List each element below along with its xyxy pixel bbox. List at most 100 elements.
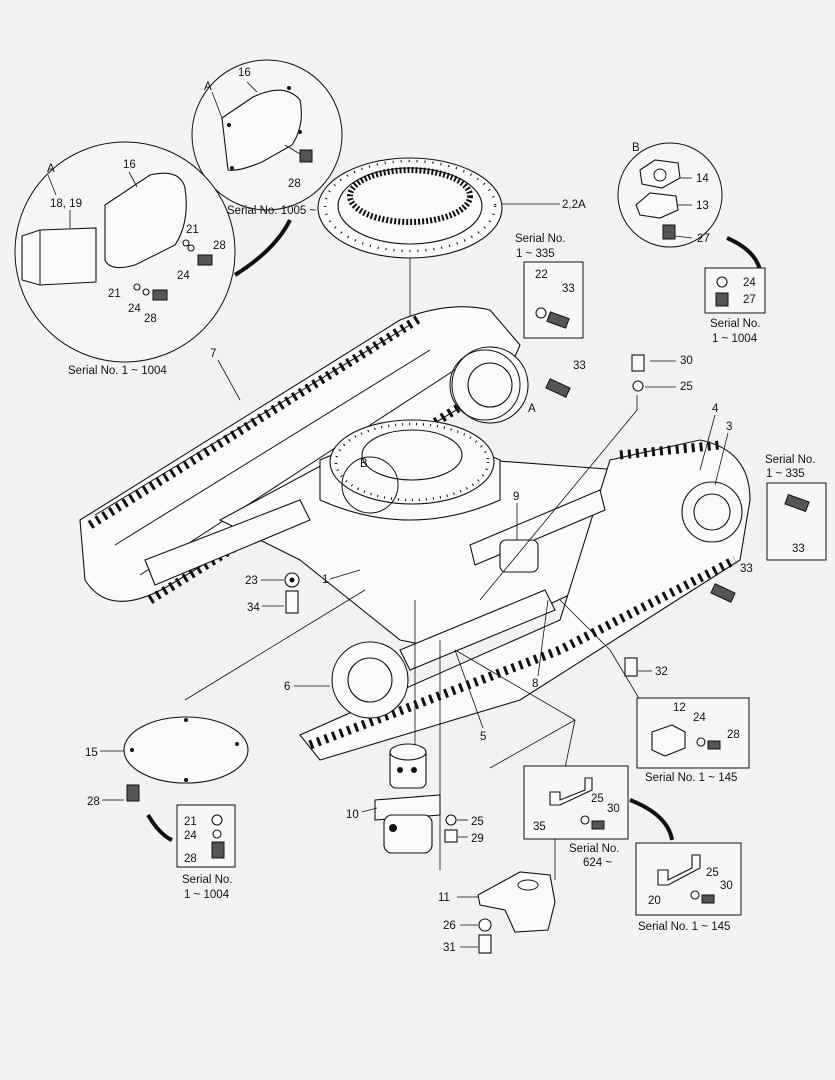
swing-bearing-ring [317, 157, 560, 259]
connector-arrow [629, 798, 674, 841]
leader-line [217, 359, 241, 401]
callout-24: 24 [128, 303, 141, 315]
detail-circle-b [617, 142, 723, 248]
leader-line [454, 649, 484, 729]
callout-28: 28 [144, 313, 157, 325]
leader-line [454, 649, 576, 721]
callout-24: 24 [693, 712, 706, 724]
callout-9: 9 [513, 491, 519, 503]
detail-box-20-25-30 [635, 842, 742, 916]
bolt-29 [444, 829, 458, 843]
callout-28: 28 [288, 178, 301, 190]
callout-A: A [47, 163, 55, 175]
callout-33: 33 [573, 360, 586, 372]
callout-13: 13 [696, 200, 709, 212]
callout-14: 14 [696, 173, 709, 185]
callout-5: 5 [480, 731, 486, 743]
callout-33: 33 [740, 563, 753, 575]
callout-21: 21 [108, 288, 121, 300]
detail-circle-a-1004 [14, 141, 236, 363]
leader-line [564, 719, 576, 769]
callout-2-2A: 2,2A [562, 199, 586, 211]
serial-label-1-335: 1 ~ 335 [516, 248, 555, 260]
detail-box-24-27 [704, 267, 766, 314]
swivel-joint-10 [361, 743, 441, 854]
serial-label-1-145: Serial No. 1 ~ 145 [638, 921, 730, 933]
cover-plate-15 [100, 716, 249, 802]
callout-1: 1 [322, 574, 328, 586]
leader-line [609, 649, 641, 701]
serial-label-1-1004: 1 ~ 1004 [712, 333, 758, 345]
callout-33: 33 [792, 543, 805, 555]
callout-7: 7 [210, 348, 216, 360]
callout-35: 35 [533, 821, 546, 833]
callout-29: 29 [471, 833, 484, 845]
callout-24: 24 [177, 270, 190, 282]
callout-28: 28 [727, 729, 740, 741]
callout-4: 4 [712, 403, 719, 415]
serial-label-624: Serial No. [569, 843, 620, 855]
serial-label-1-335: Serial No. [515, 233, 566, 245]
callout-21: 21 [184, 816, 197, 828]
connector-arrow [726, 236, 762, 271]
detail-box-33 [766, 482, 827, 561]
serial-label-1-335: 1 ~ 335 [766, 468, 805, 480]
serial-label-1-1004: Serial No. [182, 874, 233, 886]
callout-28: 28 [213, 240, 226, 252]
callout-6: 6 [284, 681, 290, 693]
callout-20: 20 [648, 895, 661, 907]
leader-line [714, 432, 729, 486]
serial-label-1-335: Serial No. [765, 454, 816, 466]
callout-25: 25 [471, 816, 484, 828]
callout-28: 28 [184, 853, 197, 865]
callout-27: 27 [743, 294, 756, 306]
callout-25: 25 [706, 867, 719, 879]
callout-23: 23 [245, 575, 258, 587]
bolt-32 [624, 657, 638, 677]
bolt-33 [710, 583, 736, 603]
bolt-33 [545, 378, 571, 398]
washer-25 [445, 814, 457, 826]
track-frame-assembly [79, 306, 751, 761]
callout-3: 3 [726, 421, 732, 433]
serial-label-1-1004: Serial No. [710, 318, 761, 330]
connector-arrow [146, 813, 173, 842]
detail-circle-a-1005 [191, 59, 343, 211]
callout-30: 30 [607, 803, 620, 815]
detail-box-12-24-28 [636, 697, 750, 769]
serial-label-1-145: Serial No. 1 ~ 145 [645, 772, 737, 784]
callout-28: 28 [87, 796, 100, 808]
callout-30: 30 [680, 355, 693, 367]
callout-26: 26 [443, 920, 456, 932]
callout-10: 10 [346, 809, 359, 821]
washer-23 [284, 572, 300, 588]
callout-A: A [528, 403, 536, 415]
callout-11: 11 [438, 892, 450, 904]
serial-label-624: 624 ~ [583, 857, 612, 869]
callout-15: 15 [85, 747, 98, 759]
serial-label-1-1004: Serial No. 1 ~ 1004 [68, 365, 167, 377]
leader-line [559, 599, 611, 651]
callout-22: 22 [535, 269, 548, 281]
callout-21: 21 [186, 224, 199, 236]
callout-8: 8 [532, 678, 538, 690]
callout-31: 31 [443, 942, 456, 954]
bracket-11 [457, 871, 556, 954]
detail-box-35-25-30 [523, 765, 629, 840]
callout-18-19: 18, 19 [50, 198, 82, 210]
callout-33: 33 [562, 283, 575, 295]
callout-25: 25 [591, 793, 604, 805]
bolt-30 [631, 354, 645, 392]
callout-24: 24 [743, 277, 756, 289]
callout-16: 16 [238, 67, 251, 79]
leader-line [489, 719, 576, 769]
bolt-34 [285, 590, 299, 614]
leader-line [537, 599, 549, 677]
detail-box-22-33 [523, 261, 584, 339]
callout-12: 12 [673, 702, 686, 714]
leader-line [184, 589, 366, 701]
callout-A: A [204, 81, 212, 93]
callout-32: 32 [655, 666, 668, 678]
callout-B: B [360, 458, 368, 470]
